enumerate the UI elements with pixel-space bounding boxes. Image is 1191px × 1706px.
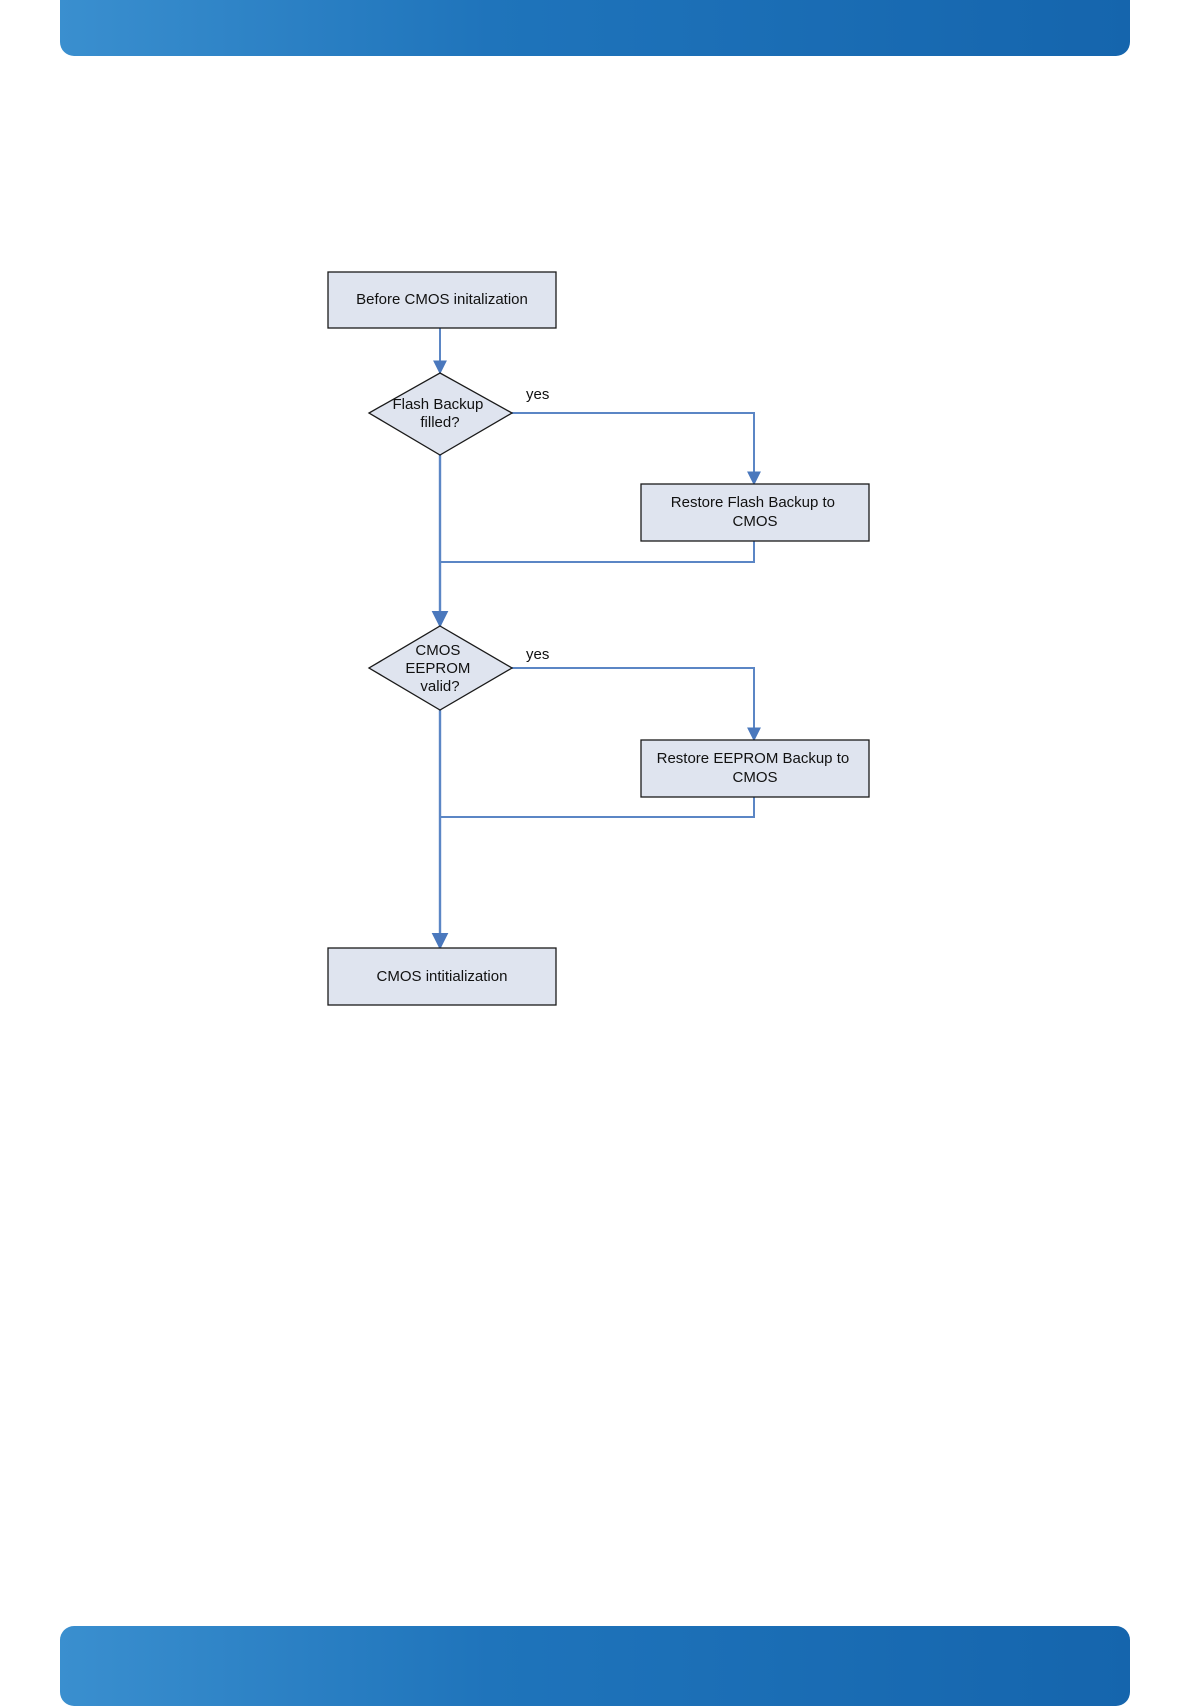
node-decision-eeprom-line-3: valid? (420, 678, 459, 695)
node-decision-flash: Flash Backup filled? (369, 373, 512, 455)
flowchart: Before CMOS initalization Flash Backup f… (0, 0, 1191, 1620)
svg-text:CMOS intitialization: CMOS intitialization (377, 968, 508, 985)
edge-label-flash-yes: yes (526, 386, 549, 403)
footer-banner (60, 1626, 1130, 1706)
node-restore-eeprom-line-1: Restore EEPROM Backup to (657, 750, 850, 767)
svg-text:Before CMOS initalization: Before CMOS initalization (356, 291, 528, 308)
node-restore-flash: Restore Flash Backup to CMOS (641, 484, 869, 541)
node-decision-eeprom-line-2: EEPROM (405, 660, 470, 677)
node-decision-eeprom-line-1: CMOS (415, 642, 460, 659)
edge-restore-eeprom-return (440, 797, 754, 817)
node-restore-eeprom-line-2: CMOS (733, 769, 778, 786)
node-restore-flash-line-2: CMOS (733, 513, 778, 530)
edge-restore-flash-return (440, 541, 754, 562)
node-decision-eeprom: CMOS EEPROM valid? (369, 626, 512, 710)
node-decision-flash-line-2: filled? (420, 414, 459, 431)
node-end: CMOS intitialization (328, 948, 556, 1005)
edge-eeprom-yes-branch (512, 668, 754, 740)
edge-flash-yes-branch (512, 413, 754, 484)
node-start: Before CMOS initalization (328, 272, 556, 328)
node-end-line-1: CMOS intitialization (377, 968, 508, 985)
node-restore-flash-line-1: Restore Flash Backup to (671, 494, 835, 511)
node-decision-flash-line-1: Flash Backup (392, 396, 483, 413)
node-start-line-1: Before CMOS initalization (356, 291, 528, 308)
node-restore-eeprom: Restore EEPROM Backup to CMOS (641, 740, 869, 797)
edge-label-eeprom-yes: yes (526, 646, 549, 663)
